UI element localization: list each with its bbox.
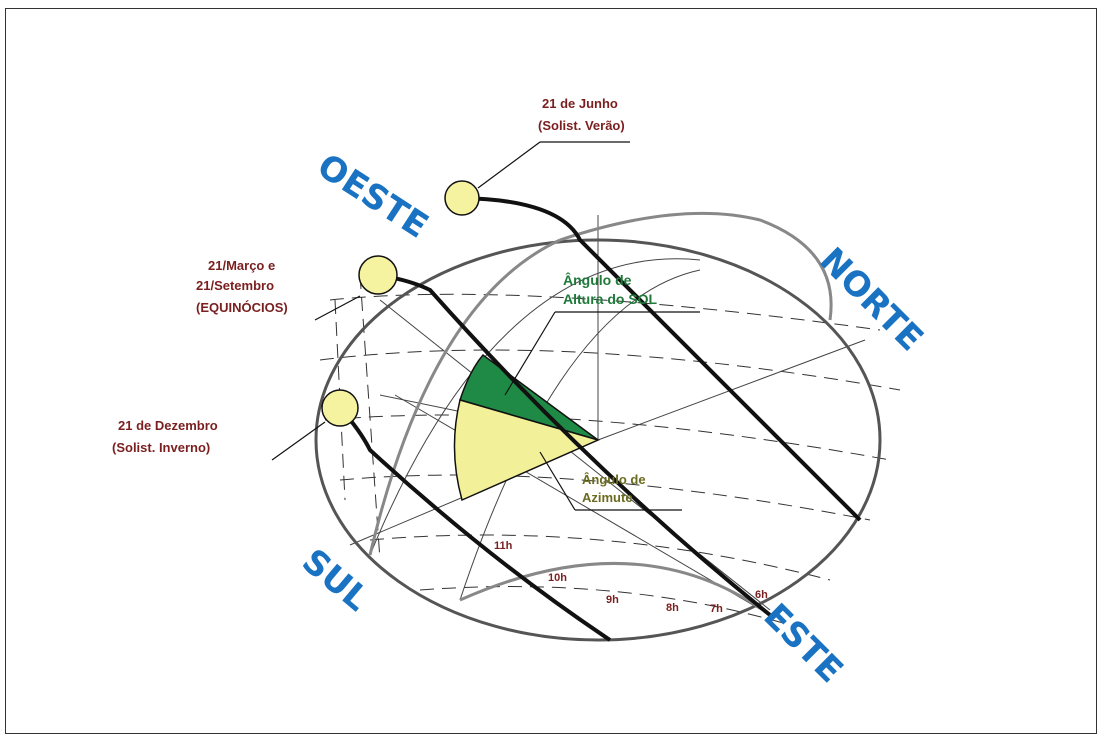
june-label-line2: (Solist. Verão) [538,118,625,133]
pointer-lines [271,141,700,511]
june-label-line1: 21 de Junho [542,96,618,111]
hour-label-6h: 6h [755,589,768,601]
diagram-frame [5,8,1097,734]
hour-label-11h: 11h [494,540,513,552]
equinox-sun-path [377,273,772,617]
december-label-line1: 21 de Dezembro [118,418,218,433]
december-sun [321,389,359,427]
june-sun [444,180,480,216]
equinox-label-line2: 21/Setembro [196,278,274,293]
direction-west: OESTE [310,146,435,247]
sun-paths [338,196,862,642]
equinox-label-line3: (EQUINÓCIOS) [196,300,288,315]
june-sun-path [461,196,862,522]
altitude-label-line2: Altura do SOL [563,291,658,307]
azimuth-label-line2: Azimute [582,490,633,505]
azimuth-angle-wedge [453,399,601,502]
equinox-sun [358,255,398,295]
december-sun-path [338,406,612,642]
hour-label-10h: 10h [548,572,567,584]
december-label-line2: (Solist. Inverno) [112,440,210,455]
direction-east: ESTE [756,596,851,691]
hour-label-7h: 7h [710,603,723,615]
hour-label-9h: 9h [606,594,619,606]
dome-arcs [368,211,833,617]
azimuth-label-line1: Ângulo de [582,472,646,487]
hour-label-8h: 8h [666,602,679,614]
altitude-label-line1: Ângulo de [563,271,632,288]
horizon-ellipse [314,238,882,642]
equinox-label-line1: 21/Março e [208,258,275,273]
dashed-grid [319,274,901,626]
